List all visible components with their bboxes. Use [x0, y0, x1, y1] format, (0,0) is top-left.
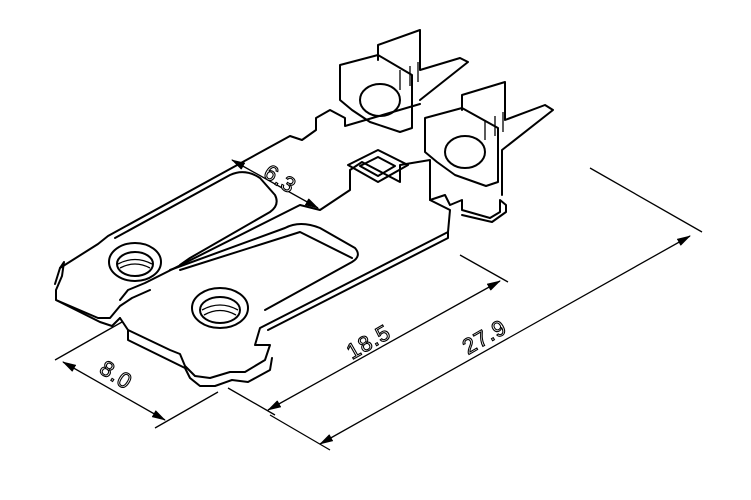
dimension-6-3: 6.3 [231, 159, 319, 209]
dimension-label: 27.9 [458, 314, 511, 359]
dimension-label: 6.3 [259, 159, 301, 198]
dimension-27-9: 27.9 [269, 167, 703, 451]
dimension-label: 8.0 [95, 355, 137, 394]
dimension-label: 18.5 [342, 319, 395, 364]
